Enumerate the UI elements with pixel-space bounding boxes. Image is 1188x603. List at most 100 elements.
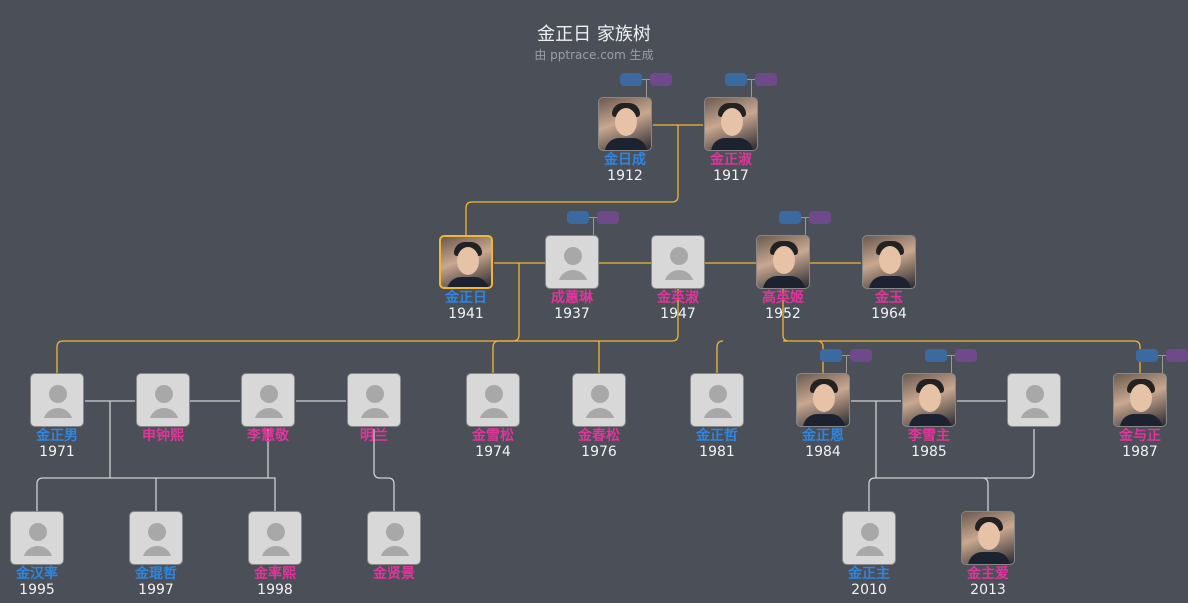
person-birth-year: 1987 <box>1122 444 1158 460</box>
mother-toggle-button[interactable] <box>755 73 777 86</box>
parent-toggle[interactable] <box>820 349 874 375</box>
avatar-placeholder-icon[interactable] <box>30 373 84 427</box>
avatar-placeholder-icon[interactable] <box>136 373 190 427</box>
avatar-placeholder-icon[interactable] <box>248 511 302 565</box>
father-toggle-button[interactable] <box>820 349 842 362</box>
person-birth-year: 1976 <box>581 444 617 460</box>
avatar-placeholder-icon[interactable] <box>545 235 599 289</box>
person-name: 金日成 <box>604 152 646 168</box>
relationship-line <box>868 401 1035 511</box>
person-node[interactable]: 李慧敬 <box>228 373 308 444</box>
parent-toggle[interactable] <box>779 211 833 237</box>
avatar-placeholder-icon[interactable] <box>241 373 295 427</box>
mother-toggle-button[interactable] <box>955 349 977 362</box>
page-title: 金正日 家族树 <box>537 24 651 45</box>
avatar-placeholder-icon[interactable] <box>842 511 896 565</box>
person-name: 申钟熙 <box>142 428 184 444</box>
person-name: 金正哲 <box>696 428 738 444</box>
person-birth-year: 1937 <box>554 306 590 322</box>
mother-toggle-button[interactable] <box>1166 349 1188 362</box>
mother-toggle-button[interactable] <box>809 211 831 224</box>
person-birth-year: 1964 <box>871 306 907 322</box>
father-toggle-button[interactable] <box>1136 349 1158 362</box>
person-birth-year: 1985 <box>911 444 947 460</box>
father-toggle-button[interactable] <box>925 349 947 362</box>
person-birth-year: 1974 <box>475 444 511 460</box>
person-photo[interactable] <box>598 97 652 151</box>
person-birth-year: 1912 <box>607 168 643 184</box>
avatar-placeholder-icon[interactable] <box>1007 373 1061 427</box>
person-photo[interactable] <box>1113 373 1167 427</box>
parent-toggle[interactable] <box>567 211 621 237</box>
avatar-placeholder-icon[interactable] <box>129 511 183 565</box>
mother-toggle-button[interactable] <box>650 73 672 86</box>
person-birth-year: 1997 <box>138 582 174 598</box>
avatar-placeholder-icon[interactable] <box>572 373 626 427</box>
mother-toggle-button[interactable] <box>850 349 872 362</box>
avatar-placeholder-icon[interactable] <box>651 235 705 289</box>
parent-toggle[interactable] <box>925 349 979 375</box>
relationship-line <box>36 401 276 511</box>
person-birth-year: 2010 <box>851 582 887 598</box>
avatar-placeholder-icon[interactable] <box>367 511 421 565</box>
father-toggle-button[interactable] <box>779 211 801 224</box>
person-birth-year: 1947 <box>660 306 696 322</box>
person-node[interactable]: 金贤景 <box>354 511 434 582</box>
person-photo[interactable] <box>704 97 758 151</box>
person-photo[interactable] <box>902 373 956 427</box>
person-birth-year: 1917 <box>713 168 749 184</box>
avatar-placeholder-icon[interactable] <box>466 373 520 427</box>
connector <box>751 79 752 97</box>
person-photo[interactable] <box>439 235 493 289</box>
relationship-line <box>716 263 1141 373</box>
avatar-placeholder-icon[interactable] <box>10 511 64 565</box>
father-toggle-button[interactable] <box>567 211 589 224</box>
person-photo[interactable] <box>862 235 916 289</box>
person-birth-year: 1952 <box>765 306 801 322</box>
father-toggle-button[interactable] <box>725 73 747 86</box>
person-photo[interactable] <box>961 511 1015 565</box>
person-birth-year: 1971 <box>39 444 75 460</box>
person-birth-year: 1981 <box>699 444 735 460</box>
father-toggle-button[interactable] <box>620 73 642 86</box>
person-name: 金英淑 <box>657 290 699 306</box>
person-photo[interactable] <box>756 235 810 289</box>
person-node[interactable]: 申钟熙 <box>123 373 203 444</box>
avatar-placeholder-icon[interactable] <box>347 373 401 427</box>
relationship-line <box>373 429 395 511</box>
person-node[interactable]: 明兰 <box>334 373 414 444</box>
parent-toggle[interactable] <box>1136 349 1188 375</box>
connector <box>951 355 952 373</box>
parent-toggle[interactable] <box>620 73 674 99</box>
mother-toggle-button[interactable] <box>597 211 619 224</box>
person-node[interactable] <box>994 373 1074 444</box>
person-name: 金主爱 <box>967 566 1009 582</box>
person-name: 金率熙 <box>254 566 296 582</box>
parent-toggle[interactable] <box>725 73 779 99</box>
person-photo[interactable] <box>796 373 850 427</box>
connector <box>646 79 647 97</box>
person-birth-year: 1941 <box>448 306 484 322</box>
connector <box>805 217 806 235</box>
connector <box>1162 355 1163 373</box>
avatar-placeholder-icon[interactable] <box>690 373 744 427</box>
